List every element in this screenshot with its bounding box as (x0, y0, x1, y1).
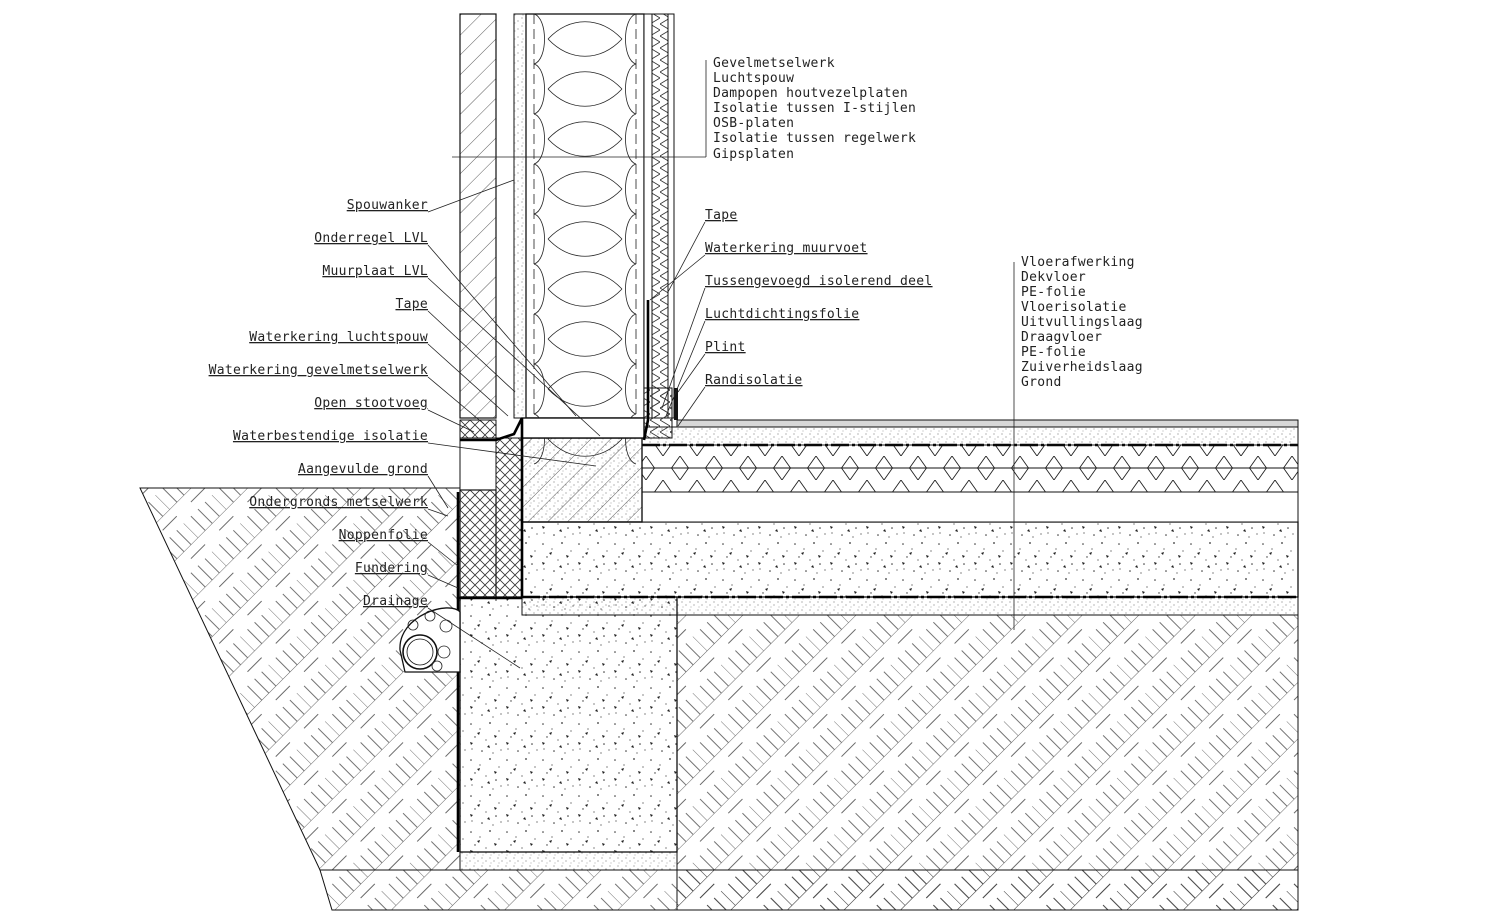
facade-brickwork (459, 13, 523, 598)
wall-layer-label: Dampopen houtvezelplaten (713, 86, 908, 101)
callout-label: Randisolatie (705, 373, 803, 388)
callout-label: Waterkering luchtspouw (249, 330, 428, 345)
floor-layer-label: Vloerafwerking (1021, 255, 1135, 270)
left-callouts: Spouwanker Onderregel LVL Muurplaat LVL … (209, 198, 428, 609)
callout-label: Drainage (363, 594, 428, 609)
foundation (459, 596, 678, 871)
callout-label: Luchtdichtingsfolie (705, 307, 859, 322)
callout-label: Tape (705, 208, 738, 223)
floor-layers-legend: Vloerafwerking Dekvloer PE-folie Vloeris… (1021, 255, 1143, 390)
floor-layer-label: PE-folie (1021, 285, 1086, 300)
floor-layer-label: PE-folie (1021, 345, 1086, 360)
wall-layer-label: Gipsplaten (713, 147, 794, 162)
floor-layer-label: Draagvloer (1021, 330, 1102, 345)
wall-layer-label: Luchtspouw (713, 71, 794, 86)
callout-label: Waterkering muurvoet (705, 241, 868, 256)
callout-label: Muurplaat LVL (322, 264, 428, 279)
floor-layer-label: Dekvloer (1021, 270, 1086, 285)
wall-base-insulation (521, 437, 643, 523)
callout-label: Tussengevoegd isolerend deel (705, 274, 933, 289)
wall-layer-label: Isolatie tussen regelwerk (713, 131, 916, 146)
callout-label: Aangevulde grond (298, 462, 428, 477)
floor-layer-label: Uitvullingslaag (1021, 315, 1143, 330)
right-callouts: Tape Waterkering muurvoet Tussengevoegd … (705, 208, 933, 388)
callout-label: Noppenfolie (339, 528, 428, 543)
callout-label: Tape (395, 297, 428, 312)
floor-layer-label: Zuiverheidslaag (1021, 360, 1143, 375)
floor-build-up (521, 419, 1299, 616)
callout-label: Open stootvoeg (314, 396, 428, 411)
callout-label: Plint (705, 340, 746, 355)
callout-label: Spouwanker (347, 198, 428, 213)
callout-label: Waterkering gevelmetselwerk (209, 363, 428, 378)
wall-layers-legend: Gevelmetselwerk Luchtspouw Dampopen hout… (713, 56, 916, 162)
leader-lines (427, 60, 1015, 669)
floor-layer-label: Grond (1021, 375, 1062, 390)
callout-label: Ondergronds metselwerk (249, 495, 428, 510)
callout-label: Onderregel LVL (314, 231, 428, 246)
wall-layer-label: Isolatie tussen I-stijlen (713, 101, 916, 116)
wall-layer-label: OSB-platen (713, 116, 794, 131)
wall-layer-label: Gevelmetselwerk (713, 56, 835, 71)
timber-frame-wall (513, 13, 678, 465)
earth-region (139, 487, 1299, 911)
floor-layer-label: Vloerisolatie (1021, 300, 1127, 315)
callout-label: Waterbestendige isolatie (233, 429, 428, 444)
drainage-pipe (399, 607, 461, 673)
callout-label: Fundering (355, 561, 428, 576)
